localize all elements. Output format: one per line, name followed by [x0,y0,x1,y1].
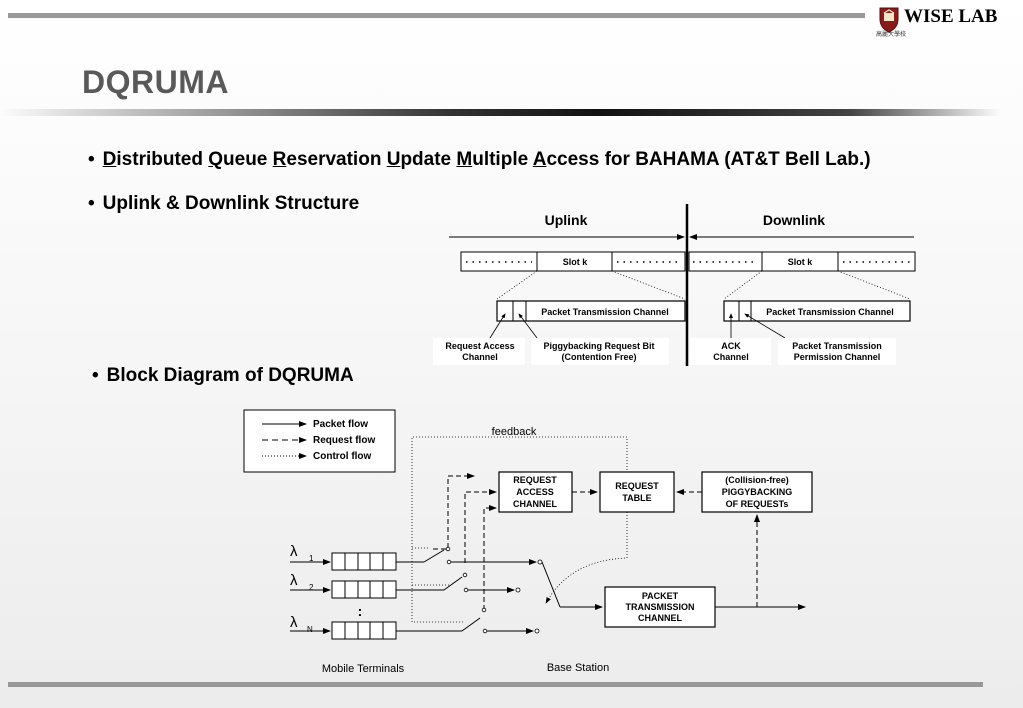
acronym-word-rest: ultiple [472,149,533,170]
acronym-word-rest: istributed [116,149,209,170]
switch-terminal-2 [443,576,463,591]
bottom-divider [8,682,983,687]
downlink-label: Downlink [763,212,825,228]
request-table-box [599,471,675,513]
queue-terminal-n [331,621,397,640]
lambda-2: λ [290,572,298,589]
lambda-1-sub: 1 [309,554,314,563]
downlink-frame: Slot k Packet Transmission Channel ACK C… [688,251,916,365]
block-diagram: Packet flow Request flow Control flow fe… [243,409,813,675]
page-title: DQRUMA [82,64,229,100]
permission-label-1: Packet Transmission [792,341,882,351]
bullet-dqruma-definition: • Distributed Queue Reservation Update Mu… [88,149,871,171]
more-terminals-dots: : [358,603,363,619]
acronym-word-rest: eservation [286,149,387,170]
ptc-line-1: PACKET [642,591,679,601]
logo-subtext: 高麗大學校 [876,32,907,38]
piggyback-label-2: (Contention Free) [562,352,637,362]
permission-label-2: Permission Channel [794,352,881,362]
ptc-line-3: CHANNEL [638,613,683,623]
bullet-marker: • [88,149,95,170]
acronym-initial: U [386,149,401,170]
base-station-label: Base Station [547,662,609,674]
bullet-marker: • [92,365,99,386]
title-underline [0,109,1000,116]
legend-packet-flow: Packet flow [313,419,368,430]
acronym-initial: A [532,149,547,170]
uplink-label: Uplink [545,212,588,228]
ack-label-1: ACK [721,341,741,351]
switch-terminal-1 [423,549,445,563]
legend-control-flow: Control flow [313,451,372,462]
piggyback-label-1: Piggybacking Request Bit [543,341,654,351]
university-crest-icon [879,7,899,33]
base-station-switch [541,561,561,608]
rt-line-2: TABLE [622,493,651,503]
lambda-n-sub: N [307,625,313,634]
acronym-word-rest: pdate [400,149,457,170]
acronym-initial: Q [208,149,224,170]
downlink-ptc-label: Packet Transmission Channel [766,307,894,317]
rac-line-3: CHANNEL [513,499,558,509]
queue-terminal-1 [331,552,397,571]
bullet-structure: • Uplink & Downlink Structure [88,193,359,215]
uplink-slot-label: Slot k [563,257,588,267]
request-access-label-1: Request Access [445,341,514,351]
pig-line-3: OF REQUESTs [726,499,789,509]
acronym-initial: R [272,149,287,170]
top-divider [8,13,865,18]
logo-text: WISE LAB [904,6,998,27]
ack-label-2: Channel [713,352,749,362]
acronym-initial: M [456,149,473,170]
bullet-text: Block Diagram of DQRUMA [106,365,354,386]
feedback-label: feedback [492,426,537,438]
bullet-text: Uplink & Downlink Structure [102,193,360,214]
legend-request-flow: Request flow [313,435,375,446]
rac-line-2: ACCESS [516,487,554,497]
bullet-text: Distributed Queue Reservation Update Mul… [103,149,871,170]
uplink-ptc-label: Packet Transmission Channel [541,307,669,317]
bullet-block-diagram: • Block Diagram of DQRUMA [92,365,354,387]
switch-terminal-n [461,617,481,632]
queue-terminal-2 [331,580,397,599]
acronym-initial: D [102,149,117,170]
uplink-frame: Slot k Packet Transmission Channel Reque… [433,251,686,365]
rt-line-1: REQUEST [615,481,659,491]
mobile-terminals-label: Mobile Terminals [322,663,405,675]
wise-lab-logo: WISE LAB 高麗大學校 [876,3,1016,39]
lambda-2-sub: 2 [309,583,314,592]
acronym-word-rest: ccess for BAHAMA (AT&T Bell Lab.) [546,149,871,170]
lambda-1: λ [290,543,298,560]
packet-transmission-channel-box [604,586,716,628]
ptc-line-2: TRANSMISSION [625,602,694,612]
pig-line-2: PIGGYBACKING [722,487,793,497]
downlink-slot-label: Slot k [788,257,813,267]
piggybacking-box [701,471,813,513]
request-access-channel-box [498,471,573,513]
lambda-n: λ [290,614,298,631]
pig-line-1: (Collision-free) [725,475,789,485]
rac-line-1: REQUEST [513,475,557,485]
acronym-word-rest: ueue [223,149,273,170]
legend-box [243,409,396,473]
request-access-label-2: Channel [462,352,498,362]
bullet-marker: • [88,193,95,214]
